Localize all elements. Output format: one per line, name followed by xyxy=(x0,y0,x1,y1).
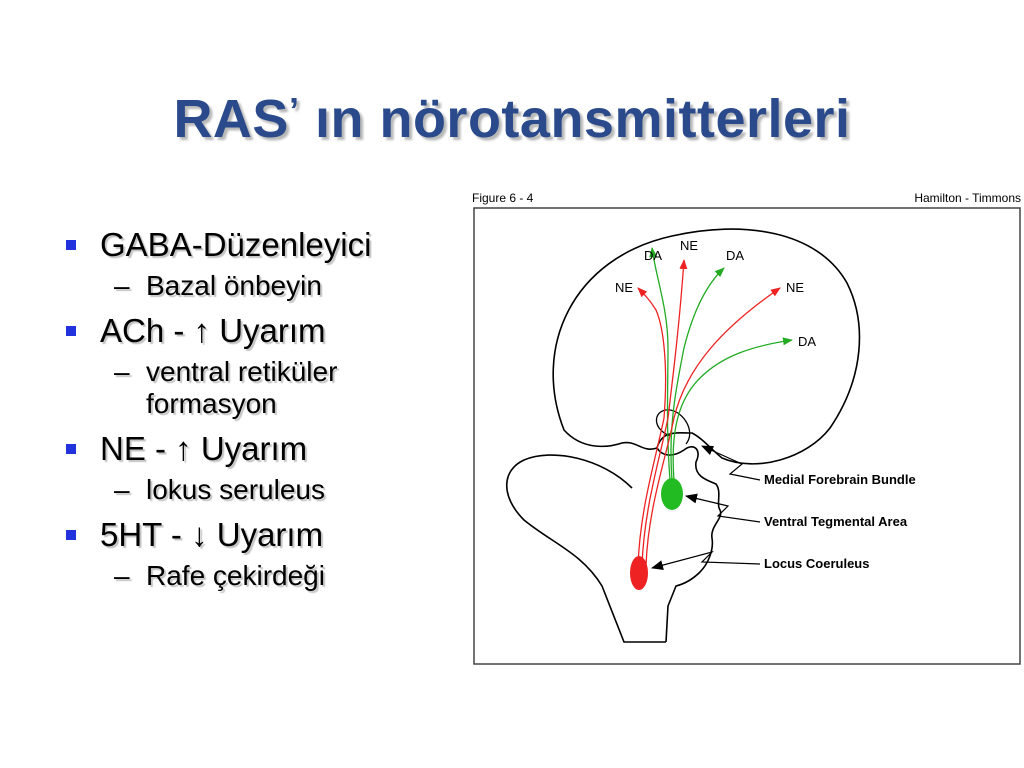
sub-bullet-text: lokus seruleus xyxy=(146,474,325,505)
bullet-ach: ACh - ↑ Uyarım xyxy=(62,312,462,350)
cerebellum-outline xyxy=(505,454,666,643)
bullet-square-icon xyxy=(66,240,76,250)
sub-bullet-text: Bazal önbeyin xyxy=(146,270,322,301)
bullet-text: NE - ↑ Uyarım xyxy=(100,430,308,467)
bullet-gaba: GABA-Düzenleyici xyxy=(62,226,462,264)
label-ne-top: NE xyxy=(680,238,698,253)
title-main: RAS xyxy=(173,89,289,149)
dash-icon: – xyxy=(114,560,130,591)
callout-medial-forebrain-bundle: Medial Forebrain Bundle xyxy=(764,472,916,487)
sub-bullet-bazal: –Bazal önbeyin xyxy=(62,270,462,302)
callout-pointer-medial xyxy=(701,445,761,481)
bullet-list: GABA-Düzenleyici –Bazal önbeyin ACh - ↑ … xyxy=(62,226,462,602)
brain-figure: Figure 6 - 4 Hamilton - Timmons DA NE DA… xyxy=(472,191,1021,665)
ne-path-1 xyxy=(637,287,667,567)
cerebrum-outline xyxy=(552,228,861,465)
sub-bullet-text: ventral retiküler formasyon xyxy=(146,356,338,419)
bullet-text: GABA-Düzenleyici xyxy=(100,226,372,263)
sub-bullet-rafe: –Rafe çekirdeği xyxy=(62,560,462,592)
callout-pointer-vta xyxy=(685,493,761,523)
label-da-2: DA xyxy=(726,248,744,263)
figure-caption-left: Figure 6 - 4 xyxy=(472,191,534,205)
ne-path-3 xyxy=(645,287,781,567)
dash-icon: – xyxy=(114,270,130,301)
bullet-text: ACh - ↑ Uyarım xyxy=(100,312,326,349)
bullet-square-icon xyxy=(66,530,76,540)
figure-caption-right: Hamilton - Timmons xyxy=(914,191,1021,205)
label-da-1: DA xyxy=(644,248,662,263)
dash-icon: – xyxy=(114,356,130,387)
thalamus-outline xyxy=(655,409,691,445)
figure-frame xyxy=(473,207,1021,665)
title-rest: ın nörotansmitterleri xyxy=(299,89,851,149)
bullet-5ht: 5HT - ↓ Uyarım xyxy=(62,516,462,554)
dash-icon: – xyxy=(114,474,130,505)
title-apostrophe: ’ xyxy=(288,90,300,131)
slide-title: RAS’ ın nörotansmitterleri xyxy=(0,88,1024,150)
callout-pointer-lc xyxy=(651,550,761,570)
da-path-3 xyxy=(672,337,793,481)
label-ne-left: NE xyxy=(615,280,633,295)
bullet-ne: NE - ↑ Uyarım xyxy=(62,430,462,468)
sub-bullet-ventral: –ventral retiküler formasyon xyxy=(62,356,462,420)
label-da-3: DA xyxy=(798,334,816,349)
locus-coeruleus-nucleus xyxy=(630,556,648,590)
sub-bullet-text: Rafe çekirdeği xyxy=(146,560,325,591)
callout-locus-coeruleus: Locus Coeruleus xyxy=(764,556,869,571)
da-path-2 xyxy=(670,267,725,481)
norepinephrine-paths xyxy=(637,259,781,567)
da-path-1 xyxy=(649,247,671,481)
sub-bullet-lokus: –lokus seruleus xyxy=(62,474,462,506)
dopamine-paths xyxy=(649,247,793,481)
bullet-square-icon xyxy=(66,326,76,336)
ventral-tegmental-nucleus xyxy=(661,478,683,510)
label-ne-right: NE xyxy=(786,280,804,295)
brainstem-outline xyxy=(656,446,722,643)
ne-path-2 xyxy=(641,259,688,567)
bullet-square-icon xyxy=(66,444,76,454)
bullet-text: 5HT - ↓ Uyarım xyxy=(100,516,324,553)
callout-ventral-tegmental-area: Ventral Tegmental Area xyxy=(764,514,908,529)
